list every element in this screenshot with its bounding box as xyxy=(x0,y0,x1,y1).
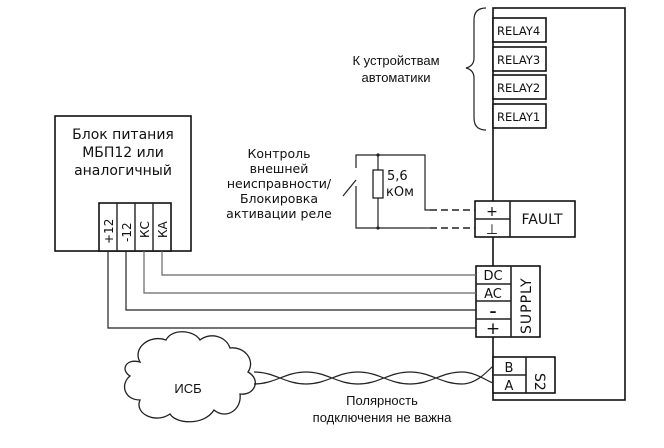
relay4-terminal xyxy=(492,17,547,43)
power-title-line2: МБП12 или xyxy=(82,145,164,161)
power-terminal-plus12: +12 xyxy=(102,219,116,244)
wire-plus12 xyxy=(107,251,476,329)
supply-dc-label: DC xyxy=(483,269,502,284)
fault-circuit: 5,6 кОм xyxy=(342,153,475,230)
supply-minus-label: – xyxy=(490,304,497,320)
isb-cloud-icon xyxy=(123,331,256,423)
relays-note-line1: К устройствам xyxy=(352,53,439,68)
isb-label: ИСБ xyxy=(174,381,201,396)
power-wires xyxy=(107,251,476,329)
relay3-label: RELAY3 xyxy=(497,53,540,67)
power-title-line3: аналогичный xyxy=(74,163,172,179)
relay2-label: RELAY2 xyxy=(497,81,540,95)
relay1-terminal xyxy=(492,103,547,129)
resistor-icon xyxy=(372,169,384,199)
supply-block: DC AC – + SUPPLY xyxy=(475,265,541,339)
s2-b-label: B xyxy=(505,361,514,376)
power-terminal-ka: КА xyxy=(156,220,170,238)
resistor-value: 5,6 xyxy=(387,169,408,184)
relay2-terminal xyxy=(492,74,547,100)
fault-note-line2: внешней xyxy=(250,161,309,176)
supply-label: SUPPLY xyxy=(519,277,535,334)
wire-ka xyxy=(161,251,476,276)
supply-plus-label: + xyxy=(486,319,500,339)
fault-note-line5: активации реле xyxy=(226,206,332,221)
wire-minus12 xyxy=(125,251,476,311)
power-title-line1: Блок питания xyxy=(72,127,174,143)
relay4-label: RELAY4 xyxy=(497,24,540,38)
fault-block: + ⊥ FAULT xyxy=(474,200,576,238)
fault-note-line1: Контроль xyxy=(248,146,311,161)
fault-label: FAULT xyxy=(521,212,562,228)
polarity-note-line2: подключения не важна xyxy=(313,410,452,425)
s2-block: B A S2 xyxy=(492,356,556,394)
relays-note-line2: автоматики xyxy=(362,70,431,85)
wire-ks xyxy=(143,251,476,294)
polarity-note-line1: Полярность xyxy=(346,393,418,408)
relay1-label: RELAY1 xyxy=(497,110,540,124)
s2-a-label: A xyxy=(505,379,514,394)
relay3-terminal xyxy=(492,46,547,72)
fault-note-line3: неисправности/ xyxy=(227,176,332,191)
fault-ground-label: ⊥ xyxy=(486,222,498,238)
s2-label: S2 xyxy=(531,373,547,391)
supply-ac-label: AC xyxy=(484,287,502,302)
power-terminal-ks: КС xyxy=(138,221,152,238)
relay-group: RELAY4 RELAY3 RELAY2 RELAY1 xyxy=(492,17,547,129)
fault-plus-label: + xyxy=(486,204,498,220)
twisted-pair-wire xyxy=(253,365,494,385)
brace-icon xyxy=(465,7,487,131)
power-block: Блок питания МБП12 или аналогичный +12 -… xyxy=(54,115,192,252)
power-terminal-minus12: -12 xyxy=(120,222,134,242)
resistor-unit: кОм xyxy=(386,185,414,200)
switch-icon xyxy=(342,179,357,197)
fault-note-line4: Блокировка xyxy=(240,191,318,206)
fault-note: Контроль внешней неисправности/ Блокиров… xyxy=(226,146,332,221)
